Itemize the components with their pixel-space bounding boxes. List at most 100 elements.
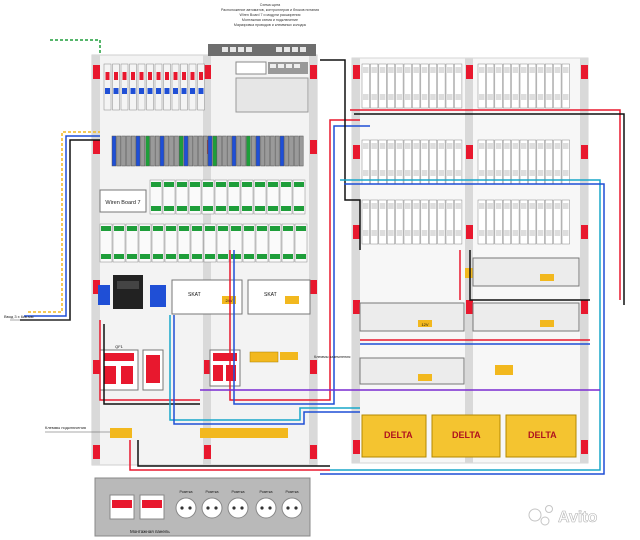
relay-bottom xyxy=(455,230,461,236)
relay-bottom xyxy=(537,230,544,236)
terminal-block xyxy=(289,135,294,167)
din-module xyxy=(175,179,189,215)
relay-module xyxy=(544,199,553,245)
relay-module xyxy=(511,199,520,245)
relay-module xyxy=(378,199,387,245)
module-terminal xyxy=(216,182,226,187)
relay-bottom xyxy=(363,230,369,236)
breaker-terminal xyxy=(156,88,161,94)
relay-top xyxy=(546,143,552,149)
relay-bottom xyxy=(495,94,502,100)
skat-unit-2: SKAT xyxy=(247,279,311,315)
module-terminal xyxy=(192,226,202,231)
relay-top xyxy=(563,143,569,149)
io-module xyxy=(125,223,139,263)
avito-text: Avito xyxy=(558,509,598,526)
relay-bottom xyxy=(438,230,445,236)
relay-module xyxy=(502,63,511,109)
breaker xyxy=(188,63,197,111)
module-terminal xyxy=(101,254,111,259)
breaker-terminal xyxy=(181,88,187,94)
module-terminal xyxy=(153,226,163,231)
module-terminal xyxy=(127,254,137,259)
relay-top xyxy=(479,203,485,209)
terminal-block xyxy=(250,135,256,167)
din-module xyxy=(162,179,176,215)
module-terminal xyxy=(294,206,304,211)
breaker-terminal xyxy=(139,88,144,94)
relay-top xyxy=(529,67,535,73)
relay-module xyxy=(361,199,370,245)
relay-top xyxy=(379,203,386,209)
terminal-block xyxy=(222,135,227,167)
relay-module xyxy=(395,199,404,245)
breaker-toggle xyxy=(105,72,110,80)
relay-module xyxy=(486,63,495,109)
breaker-toggle xyxy=(131,72,135,80)
terminal-strips xyxy=(111,135,304,167)
relay-top xyxy=(438,67,445,73)
din-module xyxy=(279,179,293,215)
io-module xyxy=(112,223,126,263)
relay-bottom xyxy=(546,94,552,100)
relay-bottom xyxy=(405,170,411,176)
relay-top xyxy=(537,143,544,149)
module-terminal xyxy=(270,254,280,259)
socket-hole xyxy=(294,506,298,510)
relay-bottom xyxy=(479,230,485,236)
module-terminal xyxy=(257,254,267,259)
module-terminal xyxy=(101,226,111,231)
relay-module xyxy=(420,63,429,109)
relay-top xyxy=(379,67,386,73)
breaker-terminal xyxy=(105,88,110,94)
relay-top xyxy=(430,67,436,73)
socket-hole xyxy=(286,506,290,510)
breaker xyxy=(197,63,205,111)
module-terminal xyxy=(281,182,291,187)
relay-top xyxy=(554,67,561,73)
relay-module xyxy=(519,199,528,245)
terminal-block xyxy=(126,135,131,167)
breaker xyxy=(180,63,188,111)
terminal-block xyxy=(241,135,246,167)
relay-bottom xyxy=(537,170,544,176)
breaker-row-top xyxy=(103,63,205,111)
relay-bottom xyxy=(479,170,485,176)
relay-top xyxy=(388,203,394,209)
relay-bottom xyxy=(487,94,493,100)
breaker-toggle xyxy=(156,72,161,80)
header-line-4: Монтажная схема и подключение xyxy=(242,18,298,22)
module-terminal xyxy=(229,182,239,187)
relay-module xyxy=(428,63,437,109)
controller-block: Wiren Board 7 xyxy=(99,189,147,213)
relay-module xyxy=(561,63,570,109)
relay-module xyxy=(445,63,454,109)
rail-markers xyxy=(93,65,588,459)
relay-module xyxy=(420,199,429,245)
relay-bottom xyxy=(455,170,461,176)
module-terminal xyxy=(166,226,176,231)
relay-module xyxy=(519,63,528,109)
terminal-block xyxy=(298,135,304,167)
socket-label: Розетка xyxy=(232,490,245,494)
relay-bottom xyxy=(447,230,453,236)
relay-bottom xyxy=(430,94,436,100)
terminal-block xyxy=(183,135,189,167)
terminal-block xyxy=(226,135,232,167)
terminal-block xyxy=(255,135,261,167)
relay-top xyxy=(487,203,493,209)
relay-top xyxy=(554,143,561,149)
breaker-terminal xyxy=(173,88,178,94)
voltage-relays: QF1 xyxy=(99,344,241,391)
relay-bottom xyxy=(563,230,569,236)
relay-top xyxy=(413,67,419,73)
module-terminal xyxy=(203,206,213,211)
module-terminal xyxy=(205,226,215,231)
module-terminal xyxy=(270,226,280,231)
relay-module xyxy=(370,199,379,245)
module-terminal xyxy=(218,226,228,231)
module-terminal xyxy=(242,206,252,211)
breaker-terminal xyxy=(164,88,170,94)
io-module xyxy=(229,223,243,263)
relay-top xyxy=(396,143,403,149)
